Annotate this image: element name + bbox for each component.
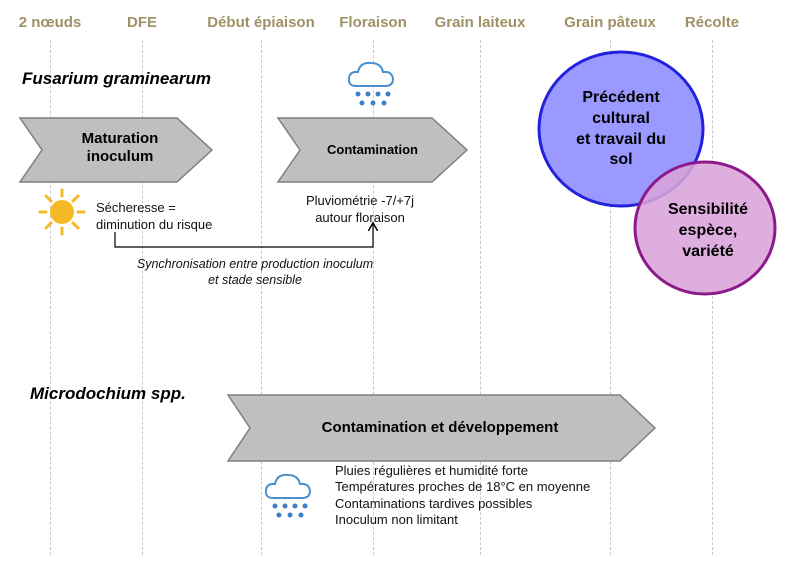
guide-debut-epiaison (261, 40, 262, 555)
guide-2-noeuds (50, 40, 51, 555)
stage-debut-epiaison: Début épiaison (207, 14, 315, 31)
sync-note: Synchronisation entre production inoculu… (136, 257, 374, 288)
stage-2-noeuds: 2 nœuds (18, 14, 82, 31)
guide-grain-laiteux (480, 40, 481, 555)
sensibilite-label: Sensibilité espèce, variété (667, 201, 749, 260)
guide-grain-pateux (610, 40, 611, 555)
circle-sensibilite (633, 160, 777, 296)
contamination-label: Contamination (327, 142, 418, 157)
stage-dfe: DFE (127, 14, 157, 31)
microdochium-note: Inoculum non limitant (335, 511, 458, 527)
maturation-label: Maturation inoculum (81, 130, 159, 165)
microdochium-arrow (226, 394, 657, 462)
microdochium-note: Températures proches de 18°C en moyenne (335, 479, 591, 495)
contamination-arrow (276, 117, 469, 183)
guide-dfe (142, 40, 143, 555)
microdochium-arrow-label: Contamination et développement (321, 419, 559, 436)
stage-grain-laiteux: Grain laiteux (434, 14, 526, 31)
maturation-arrow (18, 117, 214, 183)
stage-floraison: Floraison (339, 14, 407, 31)
guide-recolte (712, 40, 713, 555)
stage-grain-pateux: Grain pâteux (564, 14, 656, 31)
drought-note: Sécheresse = diminution du risque (96, 200, 213, 232)
circle-precedent (537, 50, 705, 208)
sync-connector (114, 224, 373, 248)
stage-recolte: Récolte (684, 14, 740, 31)
guide-floraison (373, 40, 374, 555)
rain-cloud-icon-2 (264, 473, 312, 518)
microdochium-notes: Pluies régulières et humidité forte Temp… (335, 463, 590, 528)
sun-icon (38, 188, 86, 236)
rain-cloud-icon (347, 61, 395, 106)
precedent-label: Précédent cultural et travail du sol (576, 89, 666, 169)
microdochium-note: Contaminations tardives possibles (335, 495, 533, 511)
rainfall-note: Pluviométrie -7/+7j autour floraison (306, 193, 415, 225)
fusarium-title: Fusarium graminearum (22, 69, 211, 88)
microdochium-note: Pluies régulières et humidité forte (335, 463, 528, 478)
microdochium-title: Microdochium spp. (30, 384, 186, 403)
